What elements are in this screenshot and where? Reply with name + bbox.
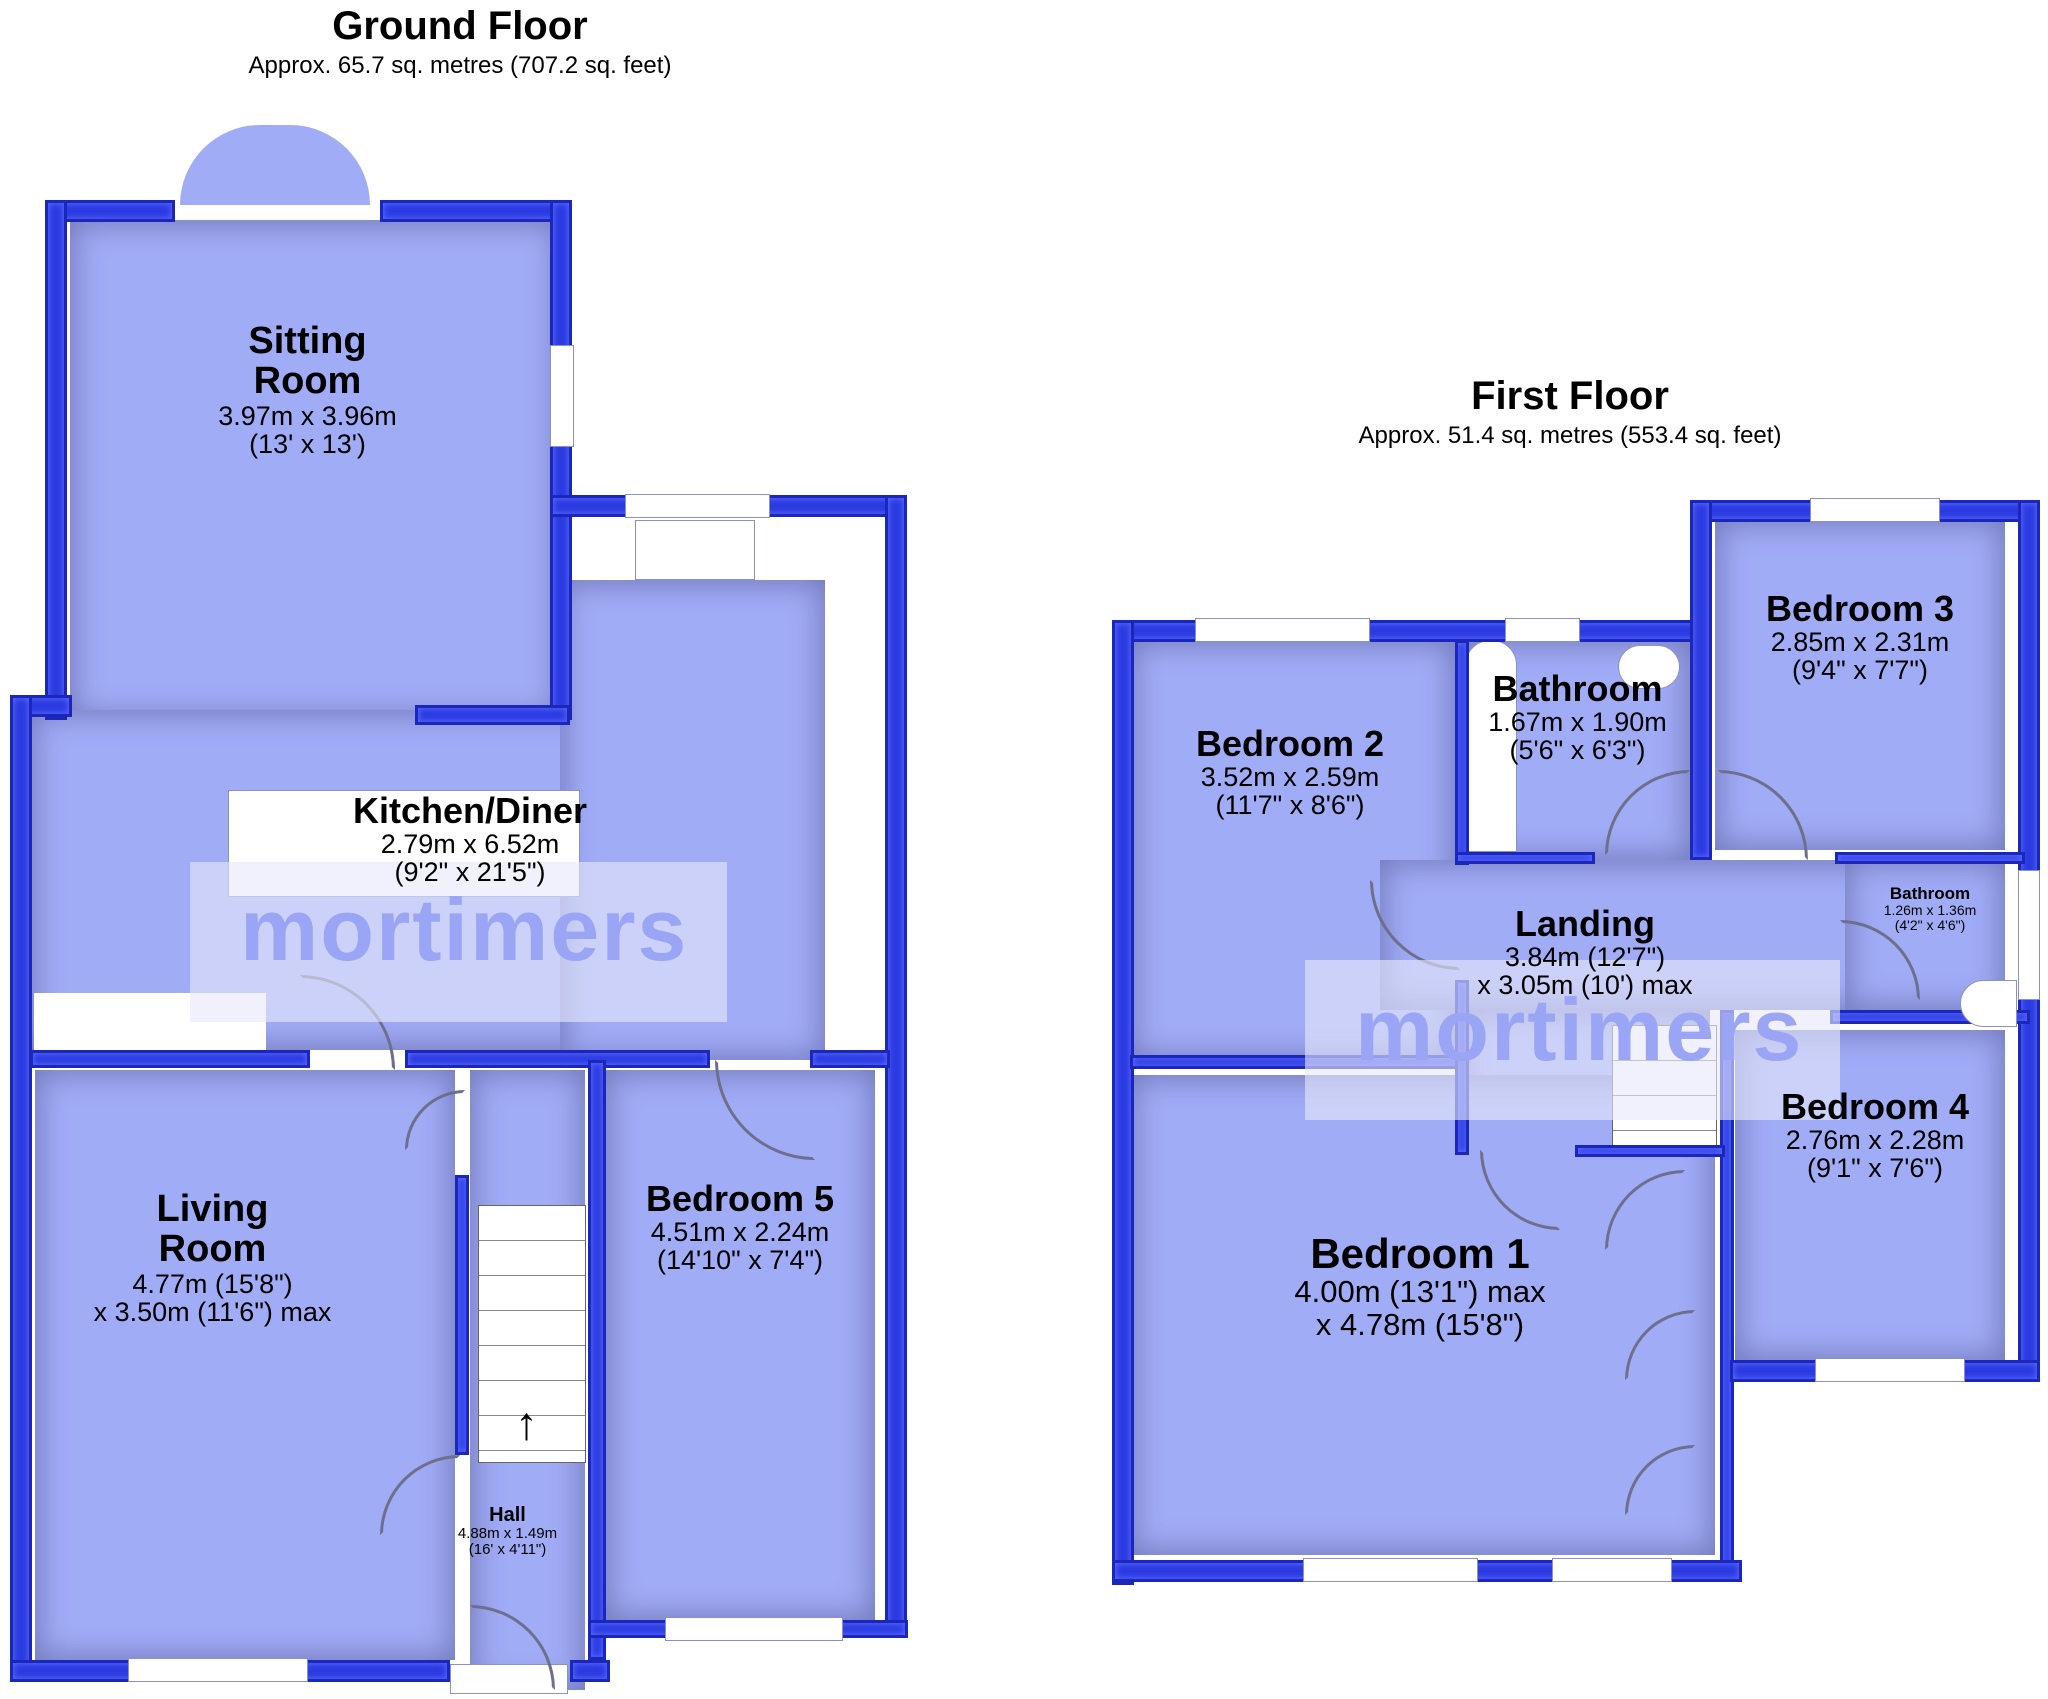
- window: [550, 345, 574, 447]
- wall: [1835, 852, 2025, 864]
- wall: [45, 200, 175, 222]
- wall: [45, 200, 67, 720]
- window: [665, 1617, 843, 1641]
- first-floor-area: Approx. 51.4 sq. metres (553.4 sq. feet): [1358, 422, 1782, 449]
- living-room-floor: [35, 1070, 455, 1660]
- room-label-bedroom-1: Bedroom 1 4.00m (13'1") max x 4.78m (15'…: [1294, 1230, 1546, 1342]
- window: [1815, 1358, 1965, 1382]
- bath-tub: [1465, 640, 1517, 852]
- ground-floor-title: Ground Floor: [332, 4, 588, 48]
- wall: [1575, 1145, 1725, 1157]
- sitting-room-floor: [70, 220, 560, 720]
- room-label-bedroom-5: Bedroom 5 4.51m x 2.24m (14'10" x 7'4"): [645, 1178, 835, 1276]
- wall: [10, 695, 32, 1675]
- wall: [455, 1175, 469, 1455]
- wall: [885, 495, 907, 1635]
- first-floor-title: First Floor: [1471, 374, 1669, 418]
- french-doors: [180, 125, 370, 205]
- wall: [405, 1050, 710, 1068]
- wall: [415, 705, 570, 725]
- bedroom-3-floor: [1715, 520, 2005, 850]
- window: [1303, 1558, 1478, 1582]
- window: [1505, 618, 1580, 642]
- wall: [1455, 640, 1469, 865]
- room-label-bathroom: Bathroom 1.67m x 1.90m (5'6" x 6'3"): [1488, 668, 1667, 766]
- room-label-bedroom-2: Bedroom 2 3.52m x 2.59m (11'7" x 8'6"): [1195, 723, 1385, 821]
- window: [2018, 870, 2040, 1000]
- room-label-kitchen-diner: Kitchen/Diner 2.79m x 6.52m (9'2" x 21'5…: [352, 790, 588, 888]
- bedroom-5-floor: [605, 1070, 875, 1620]
- watermark-text: mortimers: [1355, 980, 1804, 1079]
- front-door: [450, 1664, 568, 1694]
- room-label-sitting-room: Sitting Room 3.97m x 3.96m (13' x 13'): [218, 320, 397, 460]
- room-label-bedroom-4: Bedroom 4 2.76m x 2.28m (9'1" x 7'6"): [1780, 1086, 1970, 1184]
- window: [1810, 498, 1940, 522]
- window: [1195, 618, 1370, 642]
- kitchen-side-worktop: [825, 520, 890, 1055]
- ground-stairs: [478, 1205, 586, 1463]
- window: [625, 494, 770, 518]
- toilet: [1960, 980, 2017, 1027]
- wall: [30, 1050, 310, 1068]
- room-label-ensuite-bathroom: Bathroom 1.26m x 1.36m (4'2" x 4'6"): [1883, 884, 1977, 933]
- wall: [550, 200, 572, 720]
- watermark-text: mortimers: [240, 880, 689, 979]
- wall: [570, 1660, 610, 1682]
- room-label-living-room: Living Room 4.77m (15'8") x 3.50m (11'6"…: [93, 1188, 332, 1328]
- sink-unit: [635, 520, 755, 580]
- watermark-panel: [1305, 960, 1840, 1120]
- wall: [588, 1060, 606, 1660]
- wall: [810, 1050, 890, 1068]
- room-label-bedroom-3: Bedroom 3 2.85m x 2.31m (9'4" x 7'7"): [1765, 588, 1955, 686]
- window: [128, 1658, 308, 1682]
- wall: [1112, 620, 1134, 1585]
- wash-basin: [1618, 645, 1680, 689]
- window: [1552, 1558, 1672, 1582]
- watermark-panel: [190, 862, 727, 1022]
- room-label-hall: Hall 4.88m x 1.49m (16' x 4'11"): [457, 1504, 558, 1558]
- ground-floor-area: Approx. 65.7 sq. metres (707.2 sq. feet): [248, 52, 672, 79]
- wall: [380, 200, 572, 222]
- room-label-landing: Landing 3.84m (12'7") x 3.05m (10') max: [1477, 903, 1693, 1001]
- up-arrow-icon: ↑: [515, 1397, 538, 1449]
- wall: [1690, 500, 1712, 860]
- wall: [1455, 852, 1595, 864]
